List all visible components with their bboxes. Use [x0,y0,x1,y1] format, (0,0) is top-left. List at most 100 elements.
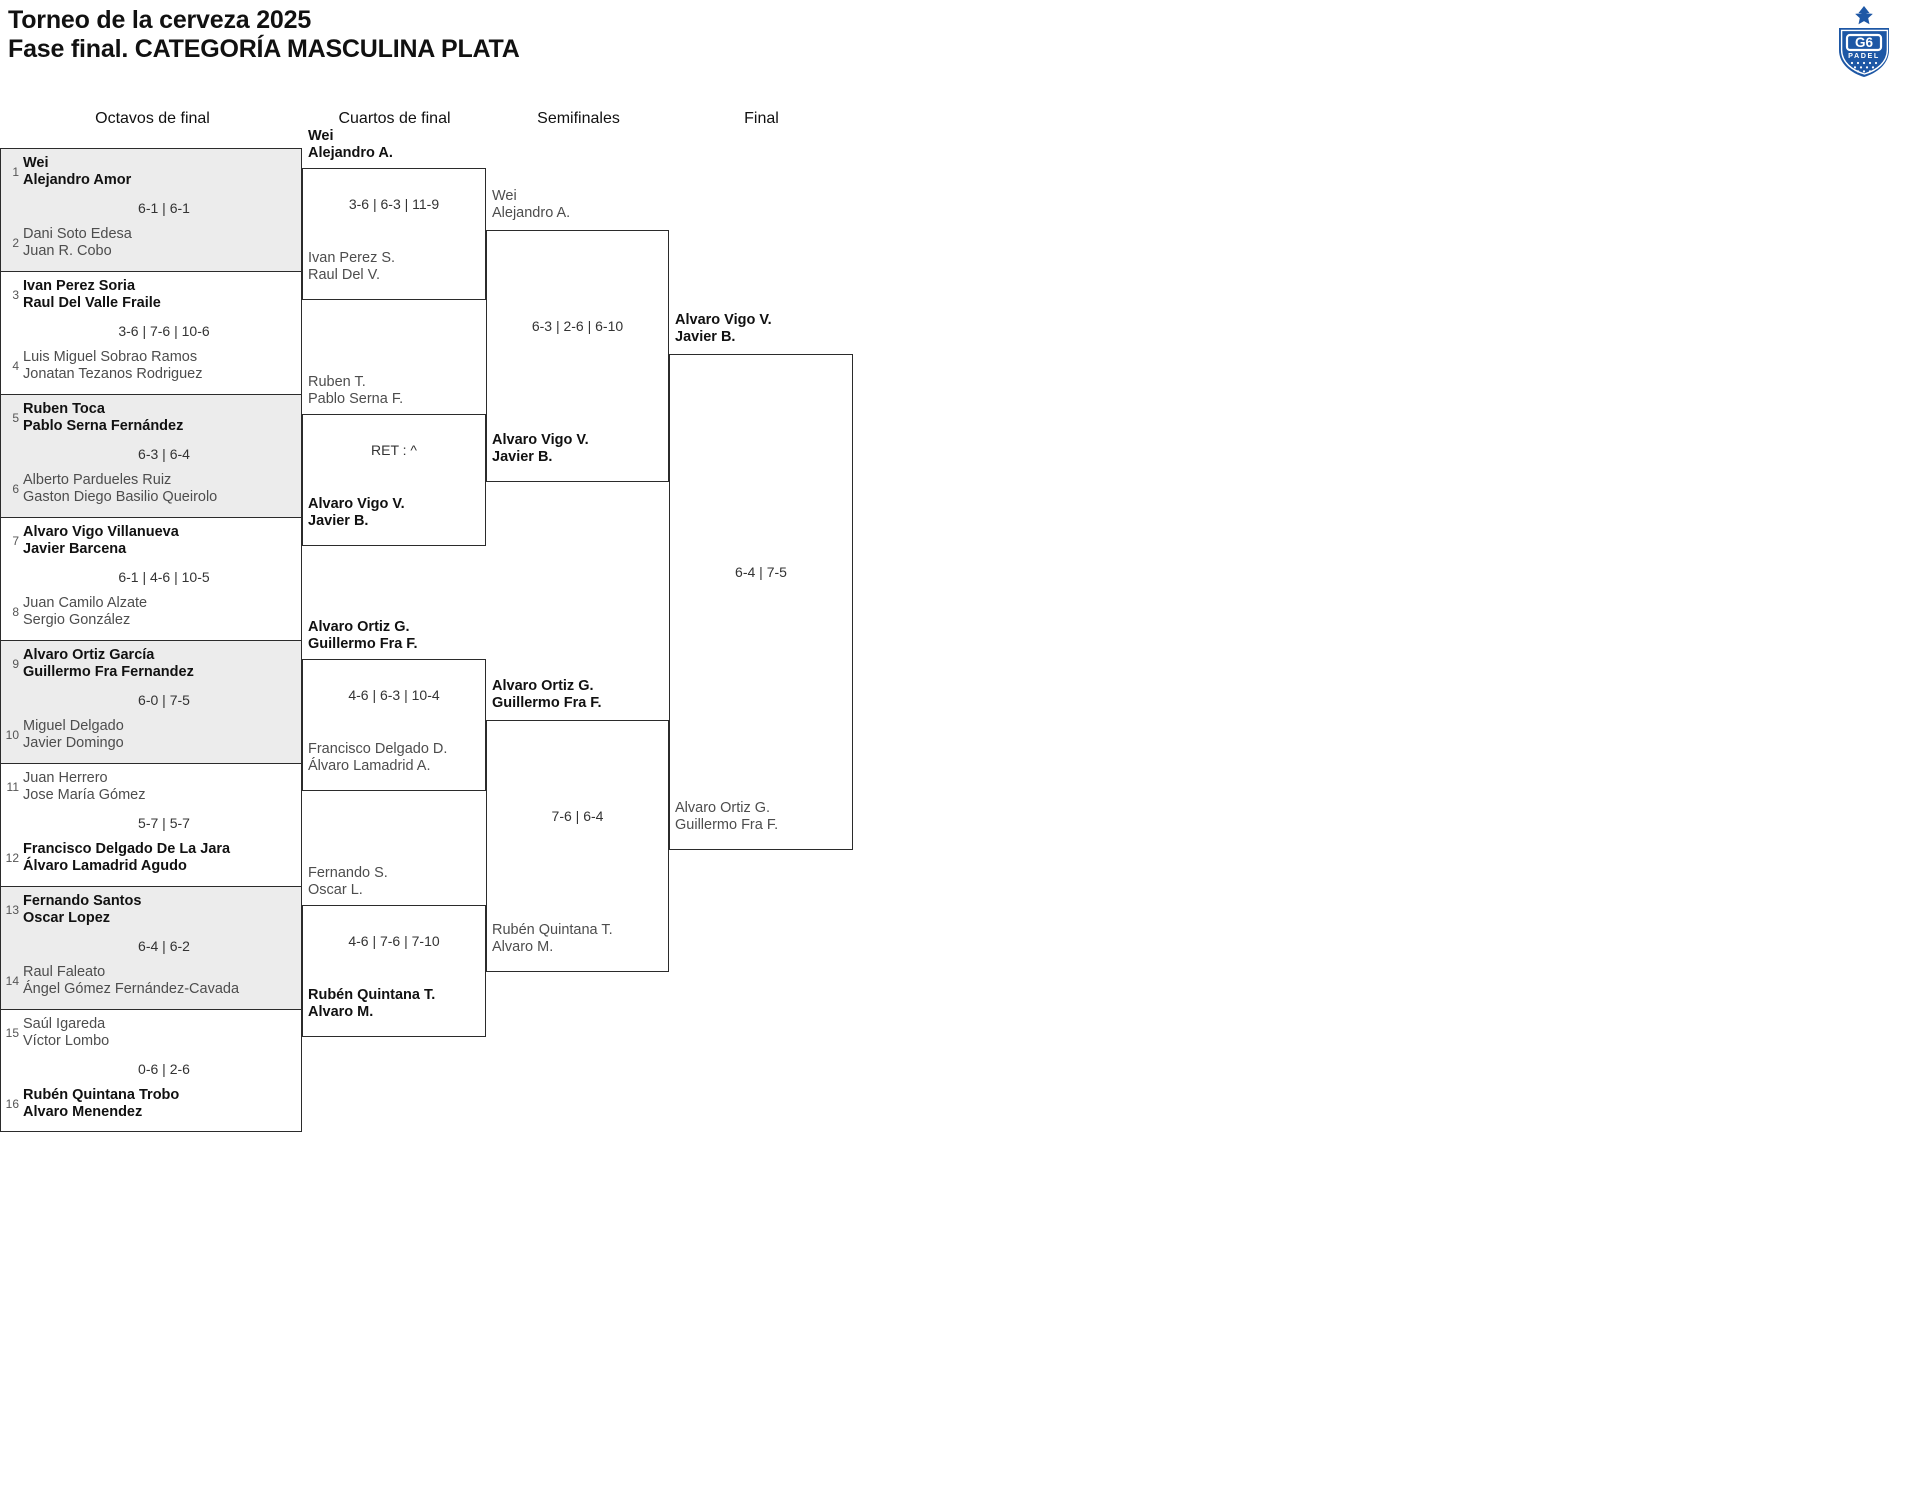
player-name-1: Ivan Perez Soria [23,278,136,294]
team-top[interactable]: Ruben T.Pablo Serna F. [308,374,403,408]
team-bottom[interactable]: Alvaro Ortiz G.Guillermo Fra F. [675,800,778,834]
player-name-2: Guillermo Fra Fernandez [23,664,194,680]
player-name-2: Víctor Lombo [23,1033,110,1049]
player-name-2: Alejandro A. [308,145,393,161]
team-top[interactable]: Alvaro Ortiz G.Guillermo Fra F. [308,619,418,653]
seed-number: 14 [5,974,19,988]
shield-inner-outline-icon [1840,29,1889,75]
match-connector-box [669,354,853,850]
player-name-2: Alvaro M. [308,1003,374,1020]
player-name-1: Francisco Delgado D. [308,741,448,757]
player-name-2: Gaston Diego Basilio Queirolo [23,489,218,505]
player-name-2: Pablo Serna Fernández [23,418,184,434]
match-score: 5-7 | 5-7 [138,815,190,831]
player-name-2: Alejandro Amor [23,172,132,188]
player-name-2: Alvaro Menendez [23,1104,143,1120]
player-name-1: Alvaro Ortiz G. [492,678,594,694]
seed-number: 5 [12,411,19,425]
player-name-1: Alvaro Vigo V. [308,495,405,512]
team-bottom[interactable]: Francisco Delgado D.Álvaro Lamadrid A. [308,741,447,775]
player-name-1: Wei [23,155,49,171]
page-title: Torneo de la cerveza 2025 Fase final. CA… [8,6,520,64]
round-heading-octavos: Octavos de final [95,110,210,127]
player-name-1: Alvaro Ortiz García [23,647,155,663]
player-name-2: Javier B. [675,329,736,345]
team-bottom[interactable]: Alvaro Vigo V.Javier B. [492,432,589,466]
seed-number: 8 [12,605,19,619]
seed-number: 13 [5,903,19,917]
player-name-1: Ruben Toca [23,401,105,417]
seed-number: 10 [5,728,19,742]
team-bottom[interactable]: Rubén Quintana T.Alvaro M. [308,987,435,1021]
player-name-1: Saúl Igareda [23,1016,106,1032]
player-name-2: Javier B. [492,449,553,465]
player-name-1: Miguel Delgado [23,718,124,734]
player-name-2: Jonatan Tezanos Rodriguez [23,366,203,382]
player-name-2: Guillermo Fra F. [675,817,779,833]
match-connector-box [486,230,669,482]
team-bottom[interactable]: Ivan Perez S.Raul Del V. [308,250,395,284]
match-score: RET : ^ [371,441,417,458]
logo-sub-text: PADEL [1848,51,1880,60]
player-name-2: Álvaro Lamadrid Agudo [23,858,187,874]
player-name-1: Wei [308,128,334,144]
player-name-1: Ruben T. [308,373,366,390]
player-name-1: Juan Herrero [23,770,108,786]
player-name-1: Juan Camilo Alzate [23,595,148,611]
match-score: 4-6 | 6-3 | 10-4 [348,687,440,703]
match-connector-box [302,168,486,300]
team-top[interactable]: Fernando S.Oscar L. [308,865,388,899]
g6-padel-logo: G6 PADEL [1830,4,1898,78]
team-top[interactable]: Alvaro Ortiz G.Guillermo Fra F. [492,678,602,712]
team-bottom[interactable]: Alvaro Vigo V.Javier B. [308,496,405,530]
team-bottom[interactable]: Rubén Quintana T.Alvaro M. [492,922,613,956]
player-name-1: Rubén Quintana Trobo [23,1087,180,1103]
player-name-2: Raul Del Valle Fraile [23,295,161,311]
seed-number: 9 [12,657,19,671]
team-top[interactable]: Alvaro Vigo V.Javier B. [675,312,772,346]
seed-number: 12 [5,851,19,865]
match-score: 3-6 | 7-6 | 10-6 [118,323,210,339]
match-connector-box [302,413,486,546]
match-score: 0-6 | 2-6 [138,1061,190,1077]
match-score: 6-0 | 7-5 [138,692,190,708]
player-name-1: Dani Soto Edesa [23,226,132,242]
match-score: 6-4 | 6-2 [138,938,190,954]
match-connector-box [302,904,486,1037]
match-score: 6-1 | 6-1 [138,200,190,216]
player-name-2: Oscar Lopez [23,910,111,926]
